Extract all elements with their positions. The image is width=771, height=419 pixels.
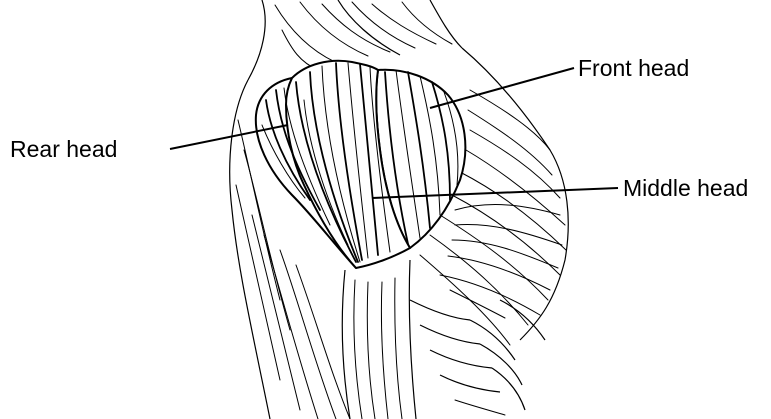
front-head-label: Front head [578, 55, 689, 81]
rear-head-label: Rear head [10, 136, 117, 162]
middle-head-label: Middle head [623, 175, 748, 201]
rib-section [410, 290, 545, 415]
deltoid-muscle [256, 61, 466, 268]
arm-lower [342, 260, 416, 419]
front-head-leader [430, 68, 574, 108]
